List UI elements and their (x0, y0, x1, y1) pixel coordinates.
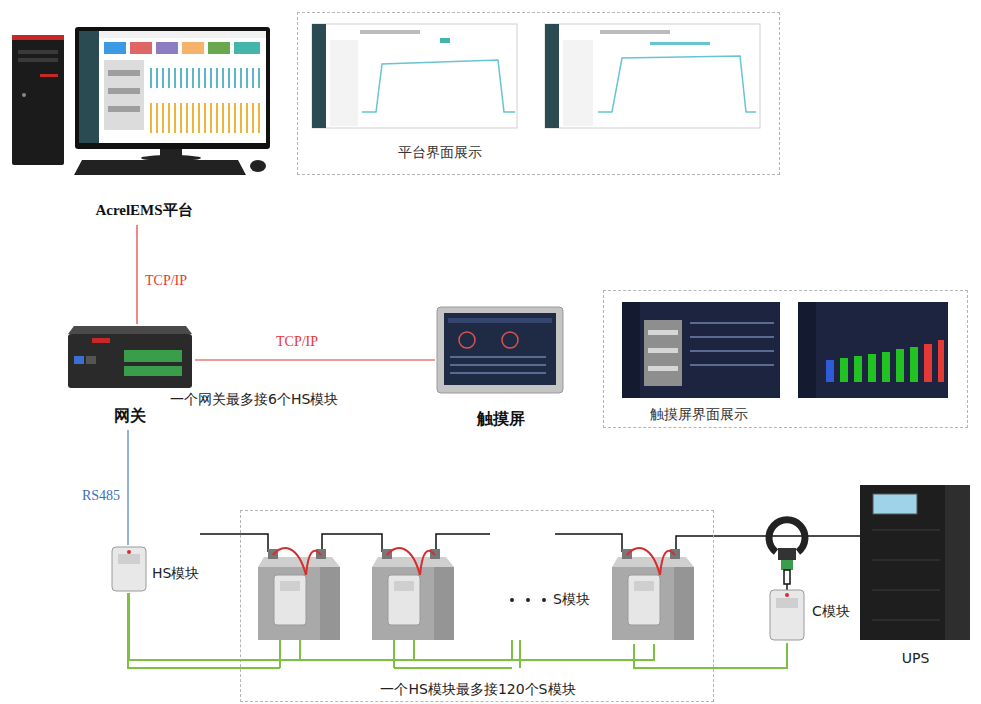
node-title: UPS (858, 650, 973, 667)
node-title: 网关 (65, 406, 195, 425)
hs-module: HS模块 (110, 545, 148, 593)
c-module: C模块 (768, 588, 806, 643)
s-module: S模块 (609, 544, 699, 644)
node-title: C模块 (812, 603, 850, 620)
connector-label: RS485 (82, 488, 120, 504)
battery-group: 一个HS模块最多接120个S模块 S模块 (240, 510, 714, 702)
screenshot-frame: 触摸屏界面展示 (603, 290, 968, 428)
connector-line (127, 430, 128, 545)
platform-pc: AcrelEMS平台 (8, 25, 280, 225)
node-title: S模块 (553, 591, 590, 608)
connector-line (195, 359, 435, 360)
ups-cabinet: UPS (858, 483, 973, 673)
connector-label: TCP/IP (276, 334, 318, 350)
node-title: HS模块 (152, 565, 199, 582)
node-title: 触摸屏 (435, 409, 567, 428)
node-title: AcrelEMS平台 (8, 201, 280, 219)
connector-label: TCP/IP (145, 273, 187, 289)
connector-line (634, 643, 787, 668)
screenshot-frame: 平台界面展示 (297, 12, 780, 175)
node-title: 触摸屏界面展示 (650, 406, 748, 423)
node-title: 一个HS模块最多接120个S模块 (241, 681, 715, 698)
note-text: 一个网关最多接6个HS模块 (170, 391, 338, 408)
gateway-device: 网关 (65, 324, 195, 430)
touch-screen: 触摸屏 (435, 303, 567, 433)
node-title: 平台界面展示 (398, 144, 482, 161)
connector-line (136, 225, 137, 324)
